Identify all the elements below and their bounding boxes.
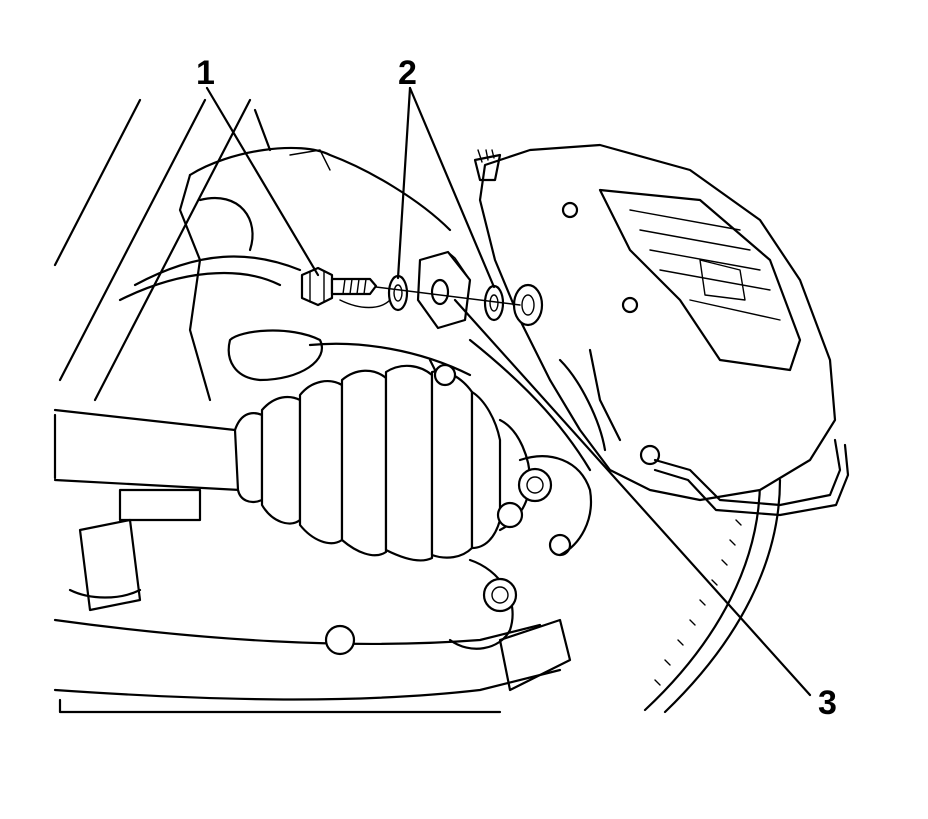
part-2-washers <box>387 274 505 322</box>
callout-1: 1 <box>196 54 215 92</box>
knuckle-bolts <box>433 363 593 613</box>
assembly-axis-line <box>375 286 521 306</box>
drive-axle-shaft <box>53 408 242 492</box>
callout-2: 2 <box>398 54 417 92</box>
cv-joint-boot <box>233 364 532 562</box>
steering-knuckle <box>118 146 592 472</box>
caliper-mount-hole <box>512 283 544 327</box>
part-3-bushing <box>416 250 472 330</box>
brake-caliper <box>473 143 837 502</box>
strut-lines <box>53 98 272 402</box>
leader-lines <box>205 86 812 697</box>
callout-3: 3 <box>818 684 837 722</box>
part-1-bolt <box>300 266 378 307</box>
brake-hose-line <box>653 438 850 517</box>
lower-control-arm <box>53 488 572 714</box>
